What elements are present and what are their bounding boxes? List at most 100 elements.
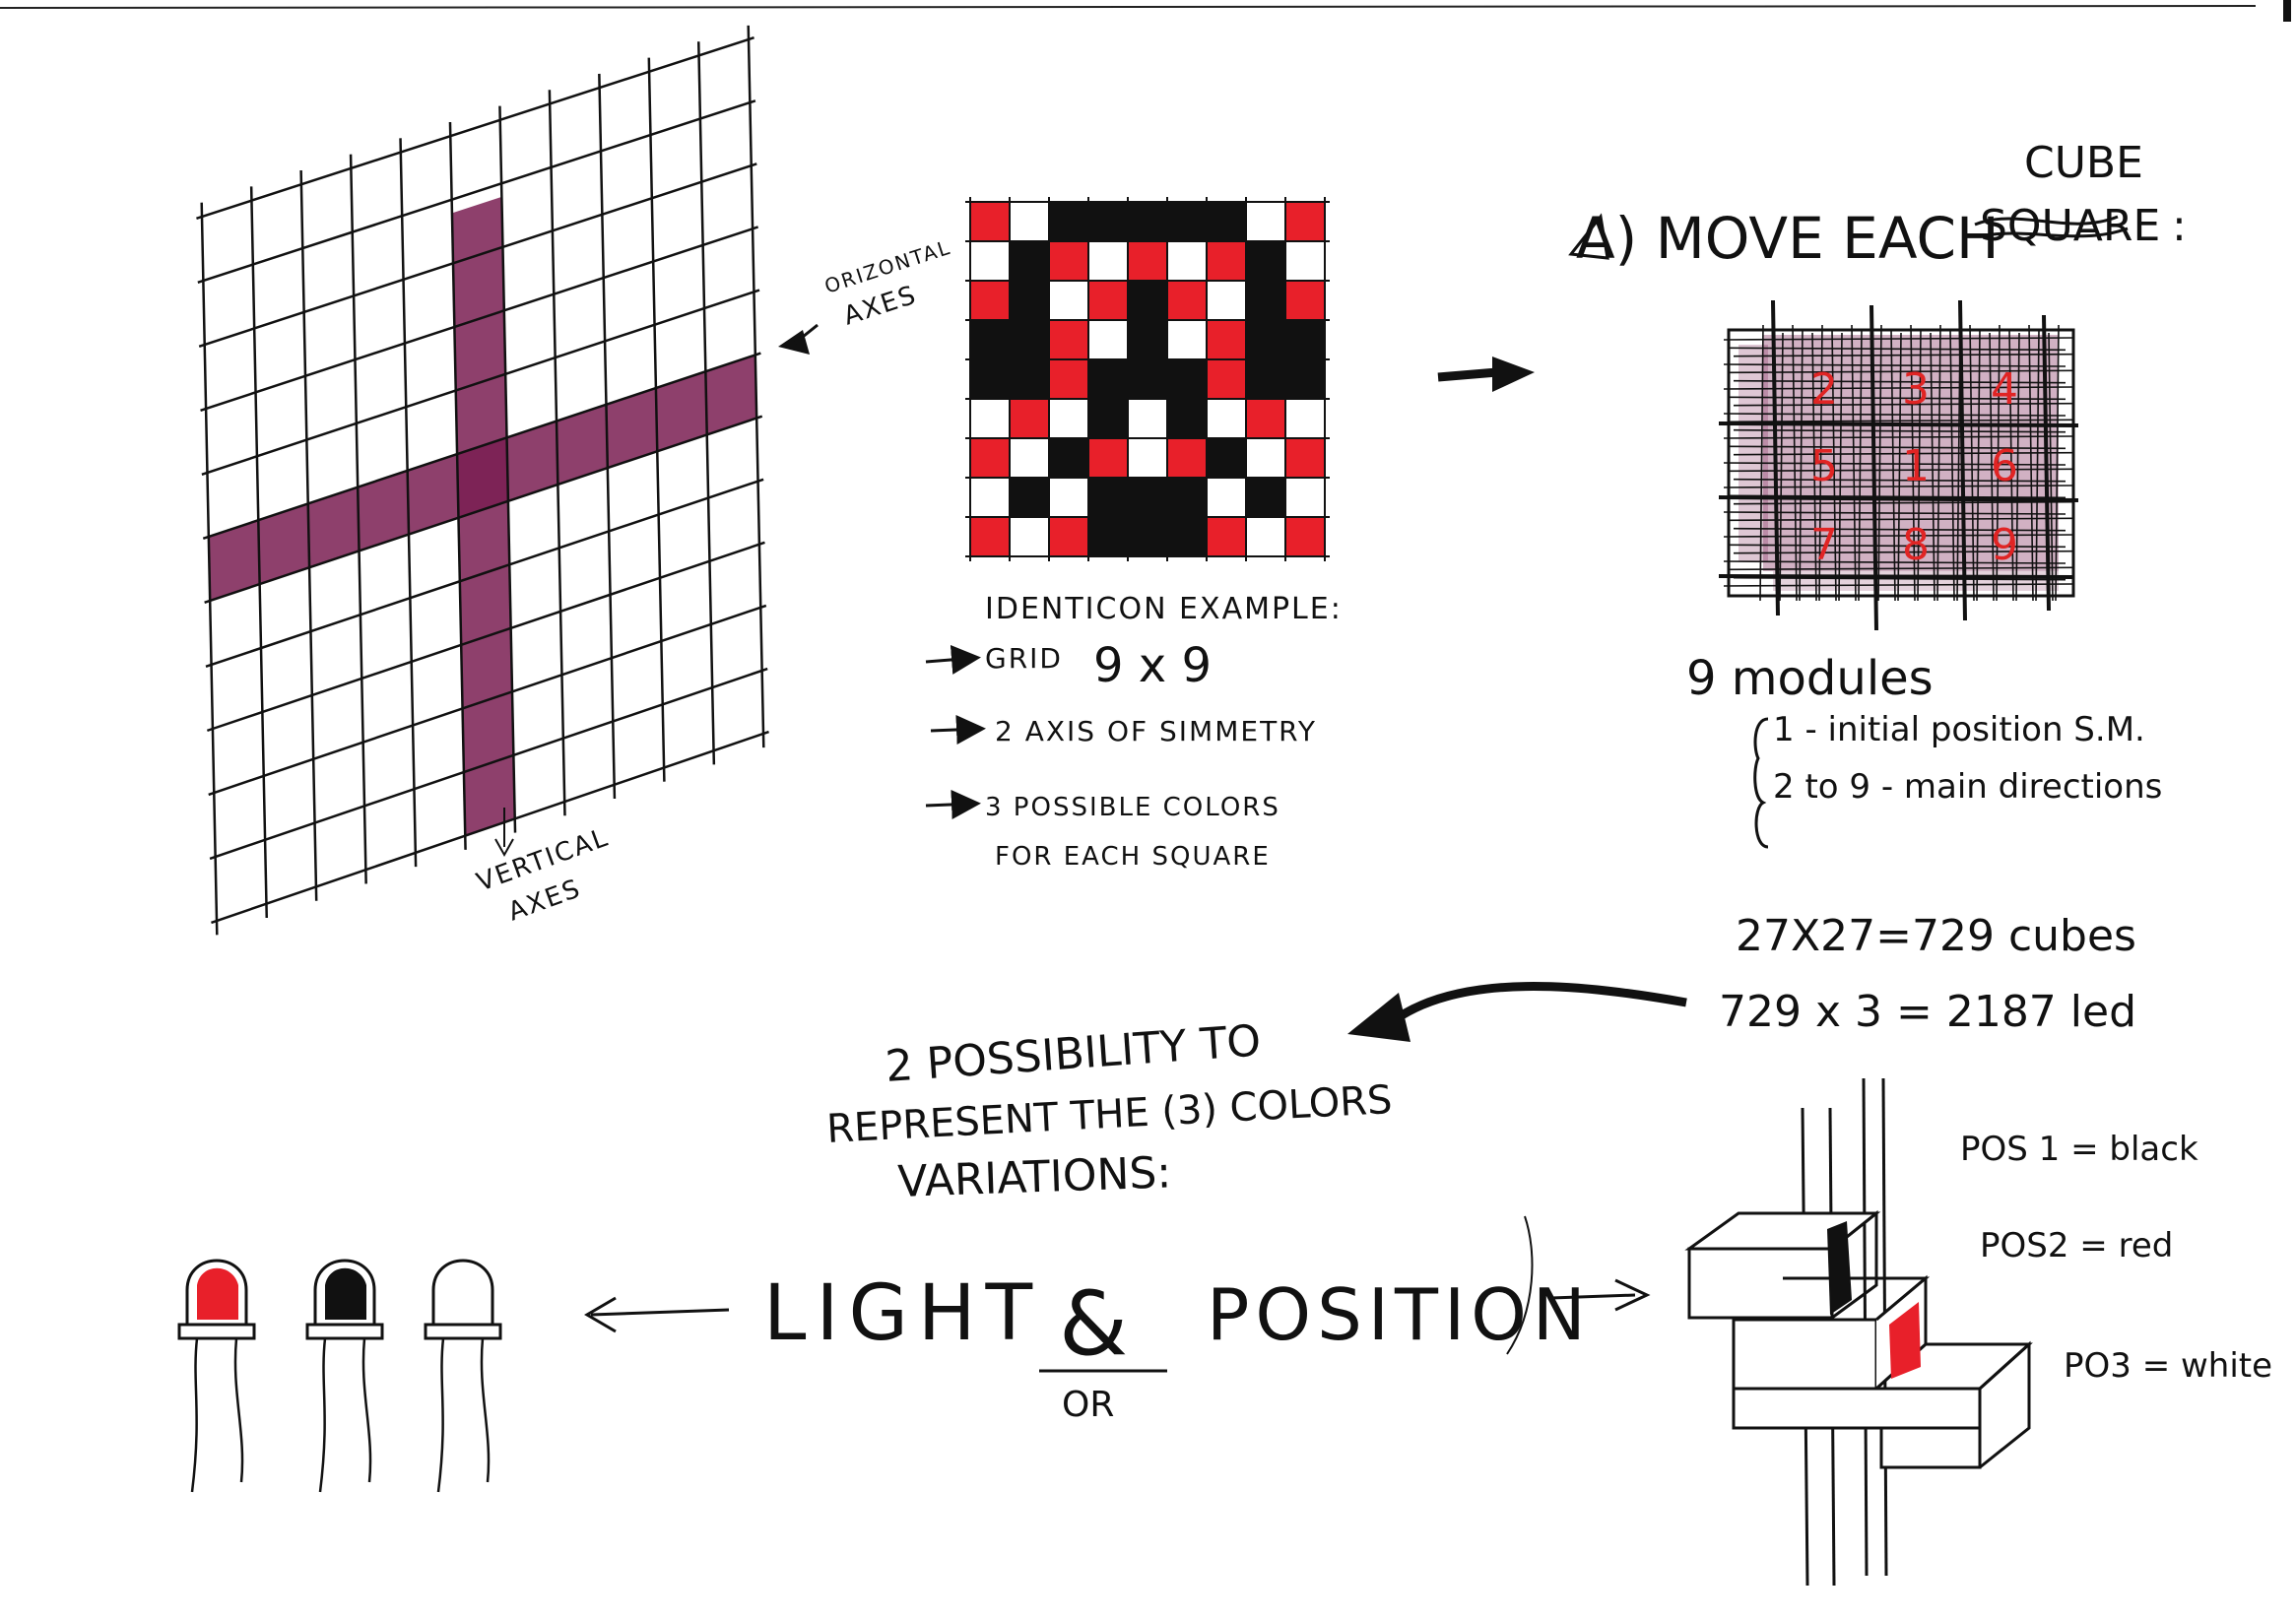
identicon-cell: [1128, 202, 1167, 241]
identicon-cell: [1128, 478, 1167, 517]
identicon-cell: [1049, 399, 1088, 438]
identicon-cell: [1088, 478, 1128, 517]
identicon-cell: [1049, 478, 1088, 517]
identicon-cell: [1246, 320, 1285, 359]
identicon-cell: [1167, 438, 1207, 478]
led-base-ring: [179, 1325, 254, 1338]
led-fill: [197, 1268, 238, 1320]
identicon-cell: [1010, 438, 1049, 478]
led-sketches: [179, 1261, 500, 1492]
identicon-cell: [1049, 359, 1088, 399]
identicon-cell: [1167, 478, 1207, 517]
bullet-arrow-3: [926, 804, 975, 806]
light-arrow-shaft: [591, 1310, 729, 1315]
curved-arrow-head-icon: [1347, 993, 1410, 1042]
center-or: OR: [1062, 1385, 1114, 1425]
identicon-cell: [970, 281, 1010, 320]
led-base-ring: [426, 1325, 500, 1338]
led-leg-right: [363, 1338, 370, 1482]
identicon-cell: [1088, 320, 1128, 359]
identicon-cell: [1246, 478, 1285, 517]
identicon-cell: [1207, 359, 1246, 399]
identicon-bullet-grid: GRID: [985, 642, 1063, 675]
identicon-cell: [1246, 202, 1285, 241]
module-number: 1: [1902, 441, 1930, 491]
identicon-cell: [970, 438, 1010, 478]
main-arrow-shaft: [1438, 372, 1497, 377]
identicon-cell: [1207, 478, 1246, 517]
led-leg-right: [482, 1338, 489, 1482]
identicon-cell: [970, 517, 1010, 556]
identicon-cell: [1285, 202, 1325, 241]
identicon-cell: [970, 478, 1010, 517]
identicon-cell: [1246, 438, 1285, 478]
identicon-cell: [1246, 241, 1285, 281]
calc-line-2: 729 x 3 = 2187 led: [1719, 987, 2136, 1037]
identicon-cell: [1049, 438, 1088, 478]
identicon-cell: [1010, 399, 1049, 438]
identicon-cell: [1088, 281, 1128, 320]
curved-arrow-shaft: [1389, 987, 1686, 1024]
identicon-cell: [1049, 241, 1088, 281]
led-fill: [325, 1268, 366, 1320]
module-number: 9: [1991, 520, 2018, 570]
identicon-cell: [1207, 241, 1246, 281]
module-number: 5: [1810, 441, 1838, 491]
possibility-line-1: 2 POSSIBILITY TO: [884, 1015, 1263, 1092]
identicon-cell: [1049, 517, 1088, 556]
pos-label-3: PO3 = white: [2064, 1346, 2272, 1386]
identicon-cell: [1088, 399, 1128, 438]
corner-mark: [2283, 0, 2291, 22]
identicon-cell: [1049, 320, 1088, 359]
main-arrow-head-icon: [1492, 357, 1535, 392]
identicon-cell: [1088, 202, 1128, 241]
identicon-cell: [1088, 359, 1128, 399]
identicon-cell: [1088, 517, 1128, 556]
pos-label-2: POS2 = red: [1980, 1226, 2173, 1265]
move-title: A) MOVE EACH: [1576, 205, 2000, 272]
identicon-grid-size: 9 x 9: [1093, 638, 1212, 693]
identicon-cell: [1207, 438, 1246, 478]
identicon-cell: [1010, 359, 1049, 399]
identicon-cell: [1128, 517, 1167, 556]
identicon-cell: [1285, 438, 1325, 478]
identicon-bullet-colors: 3 POSSIBLE COLORS: [985, 793, 1280, 822]
module-number: 7: [1810, 520, 1838, 570]
calc-line-1: 27X27=729 cubes: [1736, 911, 2136, 961]
module-divider-h: [1719, 423, 2078, 425]
identicon-cell: [1128, 281, 1167, 320]
identicon-cell: [1010, 517, 1049, 556]
identicon-cell: [1128, 438, 1167, 478]
move-struck-word: SQUARE: [1980, 201, 2160, 251]
identicon-cell: [1207, 281, 1246, 320]
led-dome: [433, 1261, 492, 1325]
identicon-cell: [970, 202, 1010, 241]
identicon-cell: [1246, 359, 1285, 399]
module-divider-h: [1719, 576, 2073, 577]
modules-line-1: 1 - initial position S.M.: [1773, 710, 2145, 749]
led-leg-left: [438, 1338, 443, 1492]
identicon-cell: [1049, 281, 1088, 320]
skewed-grid-sketch: [196, 26, 768, 935]
identicon-cell: [1049, 202, 1088, 241]
identicon-cell: [970, 320, 1010, 359]
identicon-bullet-axes: 2 AXIS OF SIMMETRY: [995, 715, 1317, 747]
center-position-word: POSITION: [1207, 1273, 1592, 1356]
move-replacement-word: CUBE: [2024, 138, 2143, 188]
led-leg-left: [192, 1338, 197, 1492]
identicon-cell: [1088, 438, 1128, 478]
center-amp: &: [1059, 1272, 1128, 1376]
led-leg-right: [235, 1338, 242, 1482]
identicon-cell: [1128, 241, 1167, 281]
identicon-cell: [1285, 241, 1325, 281]
identicon-cell: [1088, 241, 1128, 281]
identicon-cell: [1167, 241, 1207, 281]
identicon-cell: [1285, 517, 1325, 556]
module-number: 8: [1902, 520, 1930, 570]
identicon-cell: [1167, 202, 1207, 241]
modules-sketch: [1719, 300, 2078, 630]
move-colon: :: [2172, 201, 2187, 251]
modules-brace: [1755, 719, 1768, 847]
identicon-cell: [1167, 281, 1207, 320]
